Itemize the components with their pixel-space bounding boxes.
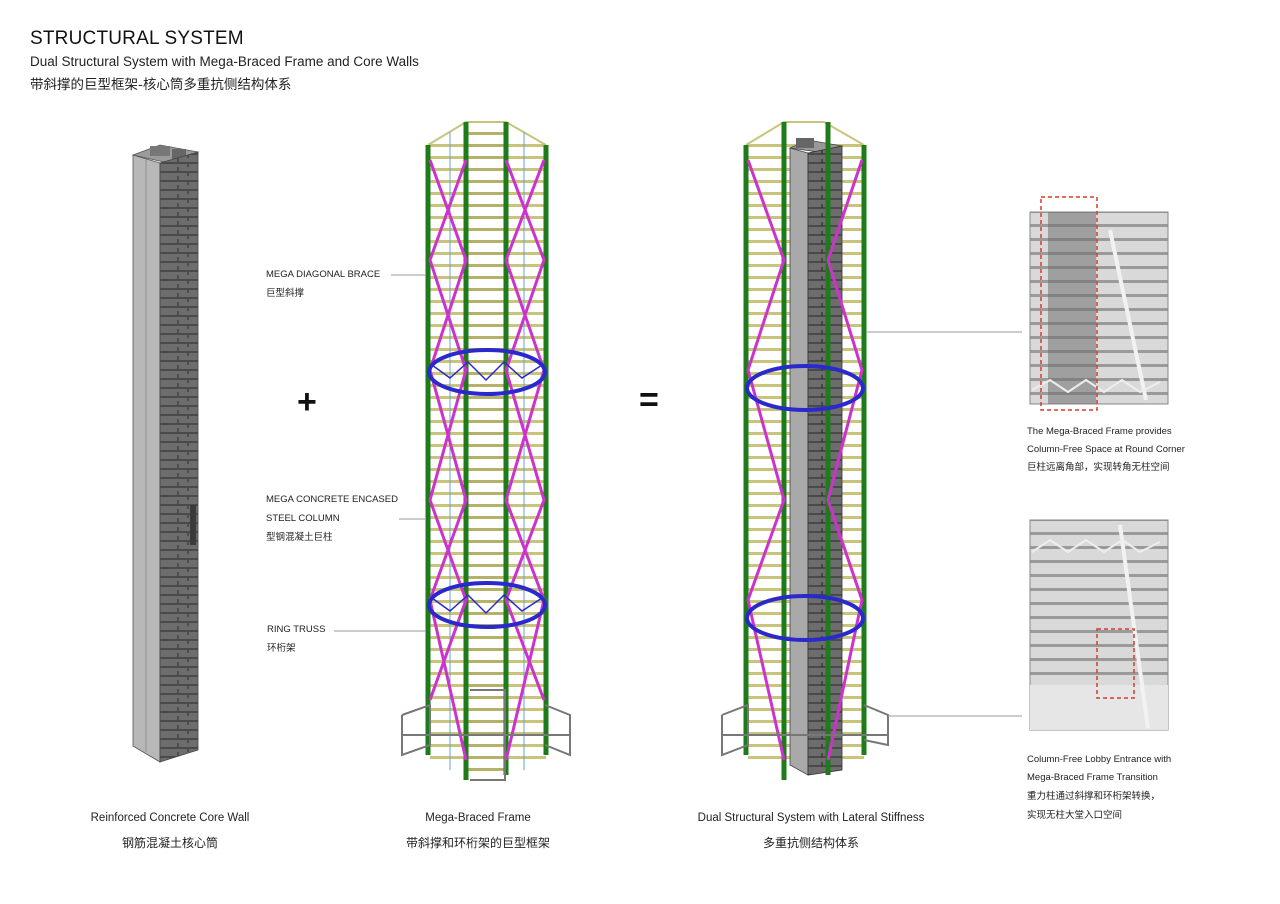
detail-lobby-note-3: 重力柱通过斜撑和环桁架转换，	[1027, 791, 1161, 802]
detail-lobby-note-4: 实现无柱大堂入口空间	[1027, 810, 1123, 821]
callout-ring-truss-cn: 环桁架	[267, 643, 296, 654]
detail-lobby-note-2: Mega-Braced Frame Transition	[1027, 772, 1158, 783]
caption-frame-en: Mega-Braced Frame	[425, 812, 531, 824]
core-wall-model	[131, 144, 200, 763]
caption-dual-en: Dual Structural System with Lateral Stif…	[697, 812, 925, 824]
caption-frame-cn: 带斜撑和环桁架的巨型框架	[405, 836, 550, 850]
caption-core-en: Reinforced Concrete Core Wall	[90, 812, 250, 824]
detail-corner-note-3: 巨柱远离角部，实现转角无柱空间	[1027, 462, 1170, 473]
detail-lobby-note-1: Column-Free Lobby Entrance with	[1027, 754, 1172, 765]
callout-ring-truss-en: RING TRUSS	[267, 624, 326, 635]
page-subtitle-en: Dual Structural System with Mega-Braced …	[30, 54, 419, 69]
detail-corner-note-2: Column-Free Space at Round Corner	[1027, 444, 1185, 455]
callout-diagonal-brace-cn: 巨型斜撑	[266, 288, 305, 299]
callout-column-en-1: MEGA CONCRETE ENCASED	[266, 494, 398, 505]
caption-core-cn: 钢筋混凝土核心筒	[121, 836, 218, 850]
detail-lobby-image	[1029, 519, 1169, 731]
dual-system-model	[721, 121, 1022, 780]
page-subtitle-cn: 带斜撑的巨型框架-核心筒多重抗侧结构体系	[30, 77, 292, 93]
plus-operator: +	[297, 383, 317, 421]
callout-diagonal-brace-en: MEGA DIAGONAL BRACE	[266, 269, 381, 280]
callout-column-en-2: STEEL COLUMN	[266, 513, 340, 524]
detail-corner-note-1: The Mega-Braced Frame provides	[1027, 426, 1172, 437]
mega-braced-frame-model	[401, 121, 571, 781]
caption-dual-cn: 多重抗侧结构体系	[762, 836, 859, 850]
callout-column-cn: 型钢混凝土巨柱	[266, 532, 333, 543]
page-title: STRUCTURAL SYSTEM	[30, 28, 244, 49]
equals-operator: =	[639, 381, 659, 419]
detail-round-corner-image	[1029, 196, 1169, 411]
